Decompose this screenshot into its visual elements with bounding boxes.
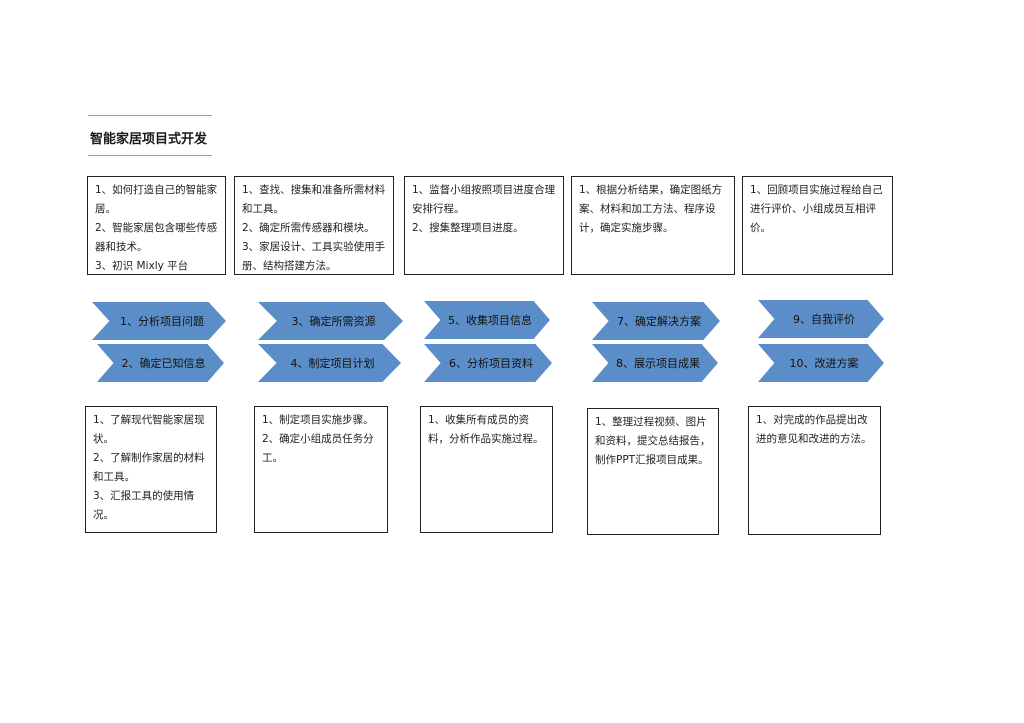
list-item: 2、搜集整理项目进度。 xyxy=(412,222,524,234)
list-item: 2、了解制作家居的材料和工具。 xyxy=(93,452,205,483)
list-item: 3、汇报工具的使用情况。 xyxy=(93,490,195,521)
step-label: 9、自我评价 xyxy=(793,313,855,326)
step-label: 1、分析项目问题 xyxy=(120,315,204,328)
list-item: 2、确定所需传感器和模块。 xyxy=(242,222,375,234)
top-box-4: 1、根据分析结果，确定图纸方案、材料和加工方法、程序设计，确定实施步骤。 xyxy=(571,176,735,275)
list-item: 1、回顾项目实施过程给自己进行评价、小组成员互相评价。 xyxy=(750,184,883,234)
step-label: 10、改进方案 xyxy=(789,357,859,370)
title-rule-bottom xyxy=(88,155,212,156)
list-item: 1、监督小组按照项目进度合理安排行程。 xyxy=(412,184,556,215)
step-label: 6、分析项目资料 xyxy=(449,357,533,370)
step-label: 2、确定已知信息 xyxy=(121,357,206,370)
list-item: 1、制定项目实施步骤。 xyxy=(262,414,374,426)
list-item: 1、查找、搜集和准备所需材料和工具。 xyxy=(242,184,386,215)
top-box-5: 1、回顾项目实施过程给自己进行评价、小组成员互相评价。 xyxy=(742,176,893,275)
bottom-box-2: 1、制定项目实施步骤。 2、确定小组成员任务分工。 xyxy=(254,406,388,533)
list-item: 2、智能家居包含哪些传感器和技术。 xyxy=(95,222,218,253)
step-arrow-8: 8、展示项目成果 xyxy=(592,344,718,382)
step-arrow-10: 10、改进方案 xyxy=(758,344,884,382)
step-label: 7、确定解决方案 xyxy=(617,315,701,328)
list-item: 1、对完成的作品提出改进的意见和改进的方法。 xyxy=(756,414,872,445)
list-item: 1、根据分析结果，确定图纸方案、材料和加工方法、程序设计，确定实施步骤。 xyxy=(579,184,723,234)
title-rule-top xyxy=(88,115,212,116)
step-label: 5、收集项目信息 xyxy=(448,314,532,327)
step-arrow-9: 9、自我评价 xyxy=(758,300,884,338)
bottom-box-3: 1、收集所有成员的资料，分析作品实施过程。 xyxy=(420,406,553,533)
top-box-3: 1、监督小组按照项目进度合理安排行程。 2、搜集整理项目进度。 xyxy=(404,176,564,275)
step-arrow-3: 3、确定所需资源 xyxy=(258,302,403,340)
bottom-box-5: 1、对完成的作品提出改进的意见和改进的方法。 xyxy=(748,406,881,535)
step-label: 8、展示项目成果 xyxy=(616,357,700,370)
bottom-box-1: 1、了解现代智能家居现状。 2、了解制作家居的材料和工具。 3、汇报工具的使用情… xyxy=(85,406,217,533)
step-label: 3、确定所需资源 xyxy=(291,315,376,328)
step-arrow-4: 4、制定项目计划 xyxy=(258,344,401,382)
step-arrow-5: 5、收集项目信息 xyxy=(424,301,550,339)
top-box-2: 1、查找、搜集和准备所需材料和工具。 2、确定所需传感器和模块。 3、家居设计、… xyxy=(234,176,394,275)
list-item: 1、整理过程视频、图片和资料，提交总结报告，制作PPT汇报项目成果。 xyxy=(595,416,711,466)
list-item: 3、初识 Mixly 平台 xyxy=(95,260,189,272)
list-item: 3、家居设计、工具实验使用手册、结构搭建方法。 xyxy=(242,241,386,272)
page-title: 智能家居项目式开发 xyxy=(90,132,208,147)
step-label: 4、制定项目计划 xyxy=(290,357,375,370)
step-arrow-2: 2、确定已知信息 xyxy=(97,344,224,382)
step-arrow-1: 1、分析项目问题 xyxy=(92,302,226,340)
bottom-box-4: 1、整理过程视频、图片和资料，提交总结报告，制作PPT汇报项目成果。 xyxy=(587,408,719,535)
step-arrow-7: 7、确定解决方案 xyxy=(592,302,720,340)
top-box-1: 1、如何打造自己的智能家居。 2、智能家居包含哪些传感器和技术。 3、初识 Mi… xyxy=(87,176,226,275)
list-item: 1、收集所有成员的资料，分析作品实施过程。 xyxy=(428,414,544,445)
step-arrow-6: 6、分析项目资料 xyxy=(424,344,552,382)
list-item: 1、了解现代智能家居现状。 xyxy=(93,414,205,445)
list-item: 2、确定小组成员任务分工。 xyxy=(262,433,374,464)
list-item: 1、如何打造自己的智能家居。 xyxy=(95,184,218,215)
